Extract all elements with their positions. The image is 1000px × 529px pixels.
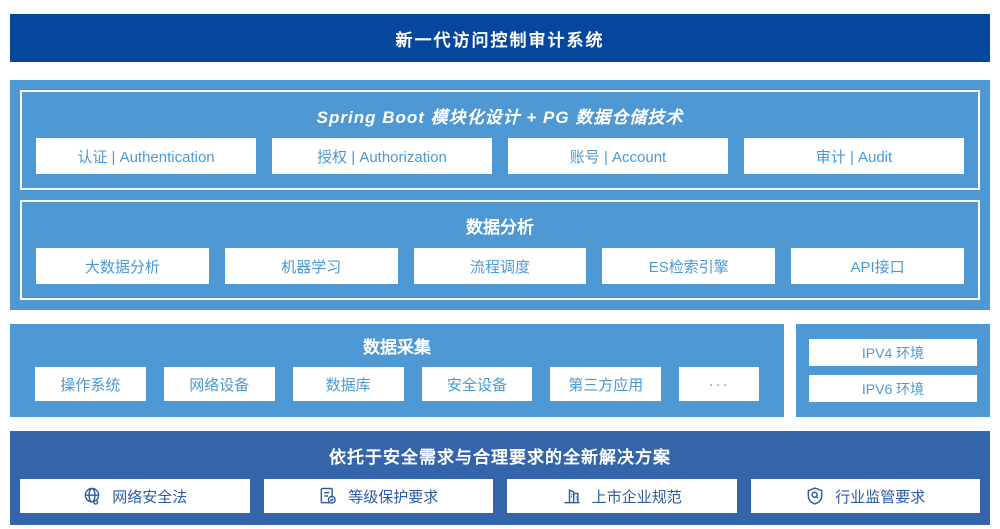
platform-panel: Spring Boot 模块化设计 + PG 数据仓储技术 认证 | Authe… <box>10 80 990 310</box>
analysis-box-api: API接口 <box>791 248 964 284</box>
module-box-authentication: 认证 | Authentication <box>36 138 256 174</box>
middle-row: 数据采集 操作系统 网络设备 数据库 安全设备 第三方应用 ··· IPV4 环… <box>10 324 990 417</box>
solution-panel: 依托于安全需求与合理要求的全新解决方案 网络安全法 <box>10 431 990 525</box>
collection-box-os: 操作系统 <box>35 367 146 401</box>
module-box-audit: 审计 | Audit <box>744 138 964 174</box>
collection-box-thirdparty: 第三方应用 <box>550 367 662 401</box>
network-env-panel: IPV4 环境 IPV6 环境 <box>796 324 990 417</box>
collection-title: 数据采集 <box>363 338 431 357</box>
ipv4-box: IPV4 环境 <box>809 339 977 366</box>
analysis-box-es: ES检索引擎 <box>602 248 776 284</box>
top-banner: 新一代访问控制审计系统 <box>10 14 990 62</box>
solution-row: 网络安全法 等级保护要求 <box>20 479 980 513</box>
solution-box-label: 网络安全法 <box>112 488 188 506</box>
collection-box-database: 数据库 <box>292 367 404 401</box>
modules-section: Spring Boot 模块化设计 + PG 数据仓储技术 认证 | Authe… <box>20 90 980 190</box>
solution-box-classified-protection: 等级保护要求 <box>263 479 493 513</box>
building-icon <box>562 486 582 506</box>
solution-box-label: 行业监管要求 <box>835 488 926 506</box>
analysis-box-bigdata: 大数据分析 <box>36 248 209 284</box>
collection-box-more: ··· <box>679 367 760 401</box>
collection-box-network-device: 网络设备 <box>163 367 275 401</box>
solution-title: 依托于安全需求与合理要求的全新解决方案 <box>329 448 671 467</box>
solution-box-listed-company: 上市企业规范 <box>507 479 737 513</box>
solution-box-cybersecurity-law: 网络安全法 <box>20 479 250 513</box>
analysis-section: 数据分析 大数据分析 机器学习 流程调度 ES检索引擎 API接口 <box>20 200 980 300</box>
globe-icon <box>82 486 102 506</box>
solution-box-label: 等级保护要求 <box>348 488 439 506</box>
analysis-row: 大数据分析 机器学习 流程调度 ES检索引擎 API接口 <box>22 248 978 298</box>
system-title: 新一代访问控制审计系统 <box>395 30 605 50</box>
solution-box-industry-regulation: 行业监管要求 <box>750 479 980 513</box>
module-box-account: 账号 | Account <box>508 138 728 174</box>
analysis-section-title: 数据分析 <box>466 218 534 237</box>
collection-panel: 数据采集 操作系统 网络设备 数据库 安全设备 第三方应用 ··· <box>10 324 784 417</box>
collection-row: 操作系统 网络设备 数据库 安全设备 第三方应用 ··· <box>10 367 784 401</box>
solution-box-label: 上市企业规范 <box>591 488 682 506</box>
ipv6-box: IPV6 环境 <box>809 375 977 402</box>
analysis-box-workflow: 流程调度 <box>413 248 587 284</box>
shield-search-icon <box>805 486 825 506</box>
modules-section-title: Spring Boot 模块化设计 + PG 数据仓储技术 <box>316 108 684 127</box>
modules-row: 认证 | Authentication 授权 | Authorization 账… <box>22 138 978 188</box>
document-check-icon <box>318 486 338 506</box>
collection-box-security-device: 安全设备 <box>421 367 533 401</box>
analysis-box-ml: 机器学习 <box>224 248 398 284</box>
module-box-authorization: 授权 | Authorization <box>272 138 492 174</box>
